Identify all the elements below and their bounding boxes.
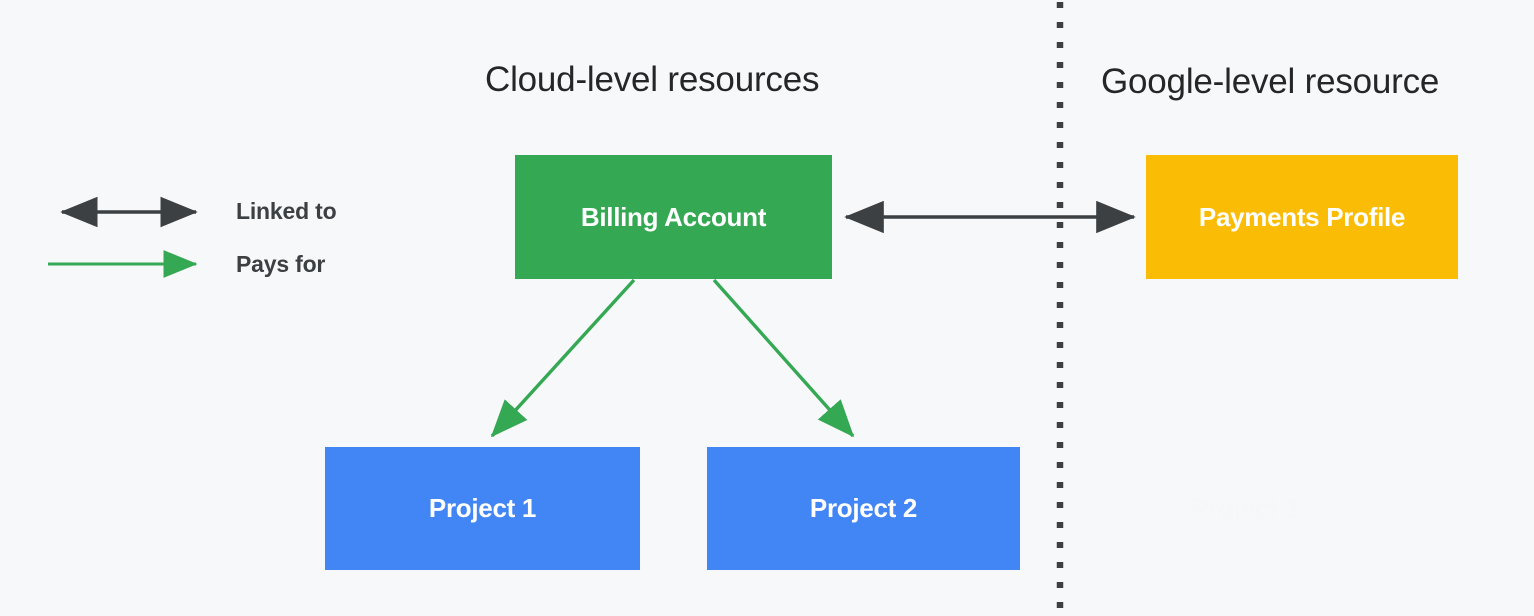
section-title-google-level: Google-level resource bbox=[1101, 62, 1440, 101]
node-project-3: Project 3 bbox=[1105, 447, 1385, 570]
legend-item-pays-for-label: Pays for bbox=[236, 251, 326, 277]
node-payments-profile-label: Payments Profile bbox=[1198, 201, 1406, 232]
legend-item-linked-to-label: Linked to bbox=[236, 198, 337, 224]
node-payments-profile[interactable]: Payments Profile bbox=[1146, 155, 1458, 279]
node-project-1-label: Project 1 bbox=[428, 493, 537, 523]
node-project-3-label: Project 3 bbox=[1191, 493, 1299, 523]
node-project-2-label: Project 2 bbox=[809, 493, 918, 523]
node-project-2[interactable]: Project 2 bbox=[707, 447, 1020, 570]
node-billing-account-label: Billing Account bbox=[580, 201, 767, 232]
connector-billing-to-project-1 bbox=[490, 278, 636, 438]
node-project-1[interactable]: Project 1 bbox=[325, 447, 640, 570]
connector-billing-to-project-2 bbox=[712, 278, 855, 438]
section-title-cloud-level: Cloud-level resources bbox=[485, 60, 820, 99]
node-billing-account[interactable]: Billing Account bbox=[515, 155, 832, 279]
